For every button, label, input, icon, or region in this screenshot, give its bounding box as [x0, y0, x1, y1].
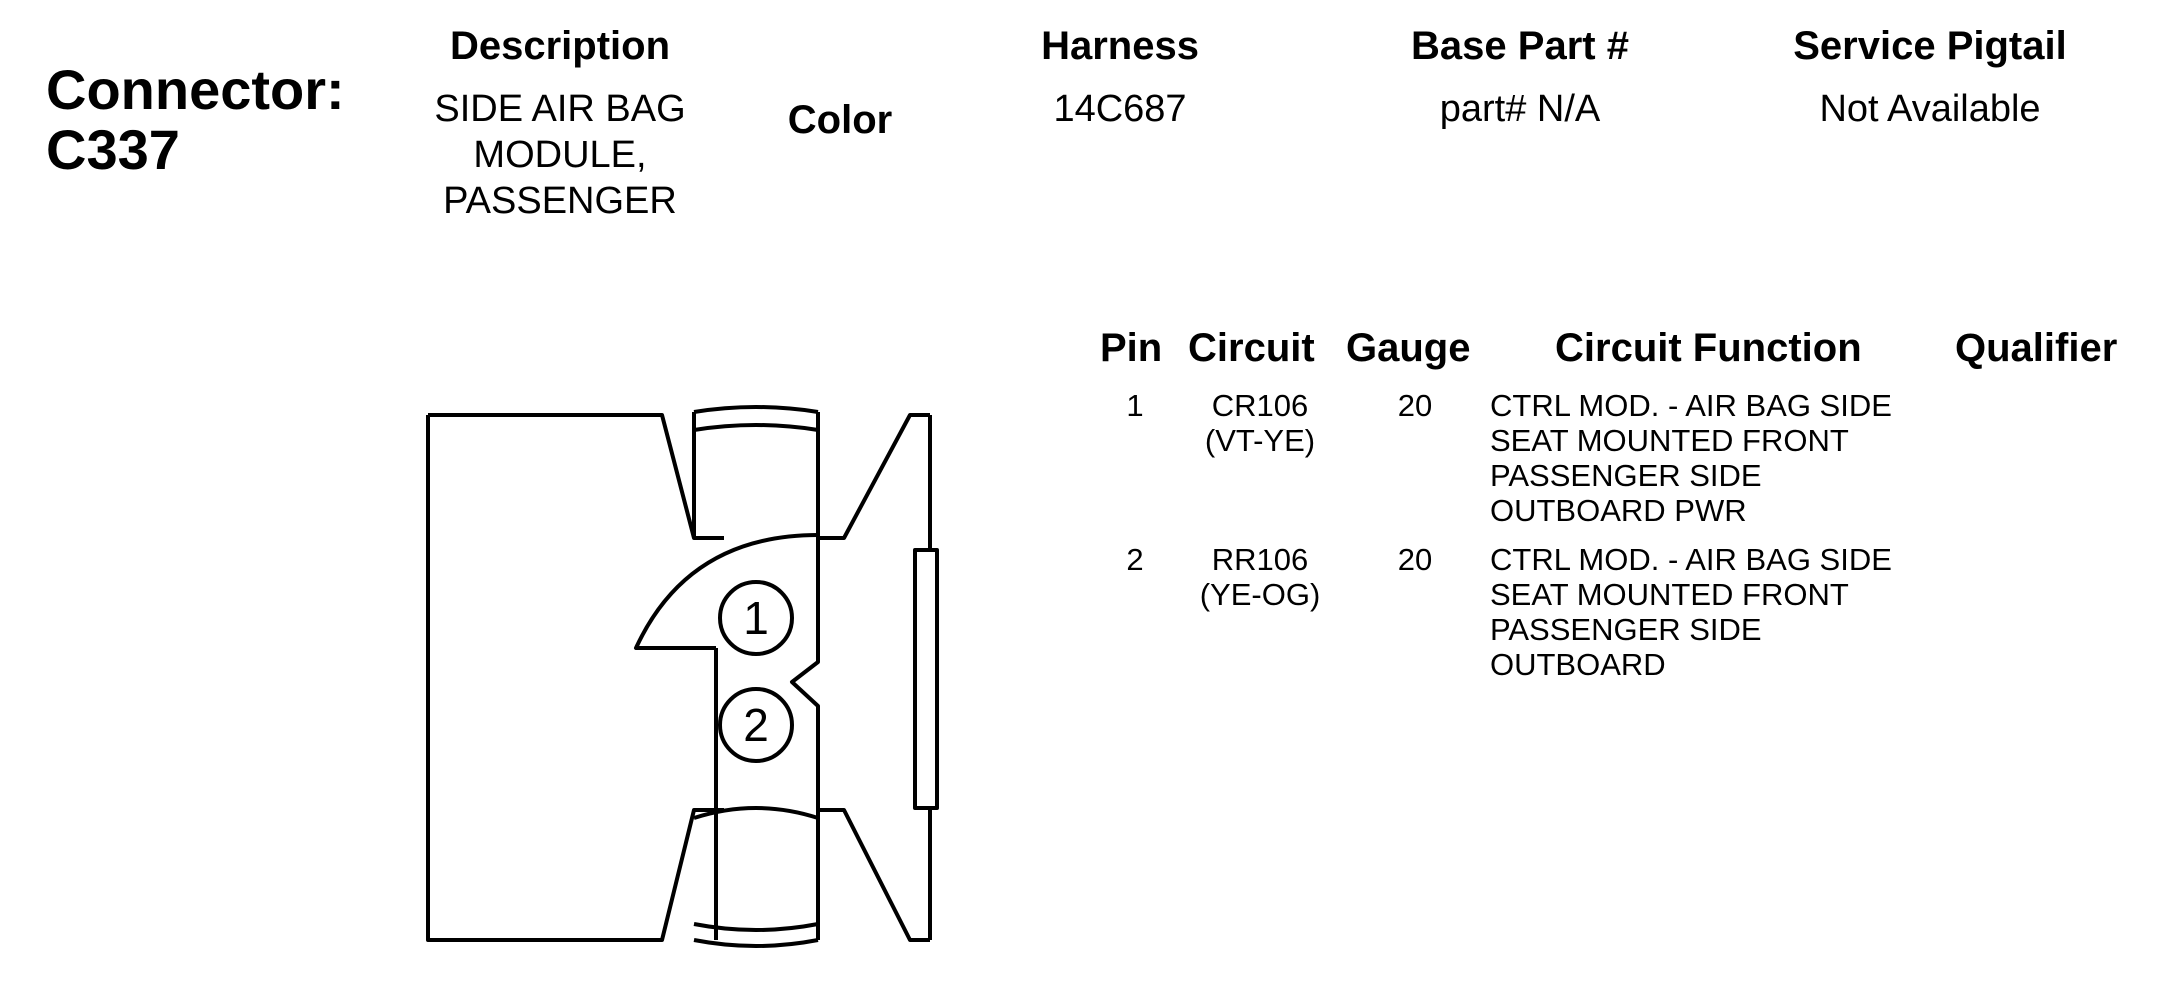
harness-value: 14C687: [1053, 88, 1187, 130]
pin-label-1: 1: [743, 592, 769, 644]
service-pigtail-header: Service Pigtail: [1793, 24, 2067, 68]
description-line: SIDE AIR BAG: [434, 88, 686, 130]
pin-number: 1: [1126, 388, 1144, 423]
latch-column-top-band: [693, 423, 819, 432]
function-line: CTRL MOD. - AIR BAG SIDE: [1490, 388, 1892, 423]
circuit-function-cell: CTRL MOD. - AIR BAG SIDE SEAT MOUNTED FR…: [1490, 542, 1970, 682]
description-header: Description: [449, 24, 671, 68]
qualifier-column-header: Qualifier: [1955, 326, 2118, 370]
circuit-color: (YE-OG): [1199, 577, 1321, 612]
description-value: SIDE AIR BAG MODULE, PASSENGER: [380, 86, 740, 224]
circuit-color: (VT-YE): [1204, 423, 1316, 458]
latch-column-bottom: [693, 938, 819, 948]
pin-cavity-1: [718, 580, 794, 656]
gauge-value: 20: [1397, 542, 1433, 577]
gauge-value: 20: [1397, 388, 1433, 423]
pin-cavity-2: [718, 687, 794, 763]
base-part-value: part# N/A: [1439, 88, 1601, 130]
function-line: CTRL MOD. - AIR BAG SIDE: [1490, 542, 1892, 577]
circuit-cell: RR106 (YE-OG): [1180, 542, 1340, 612]
base-part-header: Base Part #: [1411, 24, 1629, 68]
connector-side-tab: [913, 548, 939, 810]
function-line: PASSENGER SIDE: [1490, 458, 1762, 493]
latch-column-top: [693, 405, 819, 414]
description-line: MODULE,: [473, 134, 647, 176]
connector-title: Connector: C337: [46, 60, 345, 180]
pin-label-2: 2: [743, 699, 769, 751]
connector-label: Connector:: [46, 58, 345, 121]
gauge-column-header: Gauge: [1346, 326, 1471, 370]
service-pigtail-value: Not Available: [1819, 88, 2041, 130]
circuit-id: CR106: [1211, 388, 1309, 423]
function-line: OUTBOARD PWR: [1490, 493, 1747, 528]
circuit-function-cell: CTRL MOD. - AIR BAG SIDE SEAT MOUNTED FR…: [1490, 388, 1970, 528]
connector-body-right-lower: [818, 808, 930, 942]
harness-header: Harness: [1041, 24, 1199, 68]
circuit-function-column-header: Circuit Function: [1555, 326, 1862, 370]
function-line: SEAT MOUNTED FRONT: [1490, 423, 1849, 458]
latch-column-right: [790, 412, 820, 940]
latch-column-lower-arc: [693, 806, 819, 820]
connector-body-left: [428, 413, 724, 540]
circuit-cell: CR106 (VT-YE): [1180, 388, 1340, 458]
circuit-id: RR106: [1211, 542, 1309, 577]
connector-latch-arc: [634, 533, 819, 650]
color-header: Color: [787, 98, 893, 142]
function-line: OUTBOARD: [1490, 647, 1666, 682]
description-line: PASSENGER: [443, 180, 677, 222]
connector-face-diagram: 1 2: [426, 405, 939, 948]
function-line: PASSENGER SIDE: [1490, 612, 1762, 647]
latch-column-bottom-band: [693, 922, 819, 932]
connector-body-left-lower: [426, 415, 724, 942]
circuit-column-header: Circuit: [1188, 326, 1315, 370]
pin-column-header: Pin: [1100, 326, 1163, 370]
connector-id: C337: [46, 118, 180, 181]
function-line: SEAT MOUNTED FRONT: [1490, 577, 1849, 612]
pin-number: 2: [1126, 542, 1144, 577]
connector-body-right: [818, 413, 930, 540]
